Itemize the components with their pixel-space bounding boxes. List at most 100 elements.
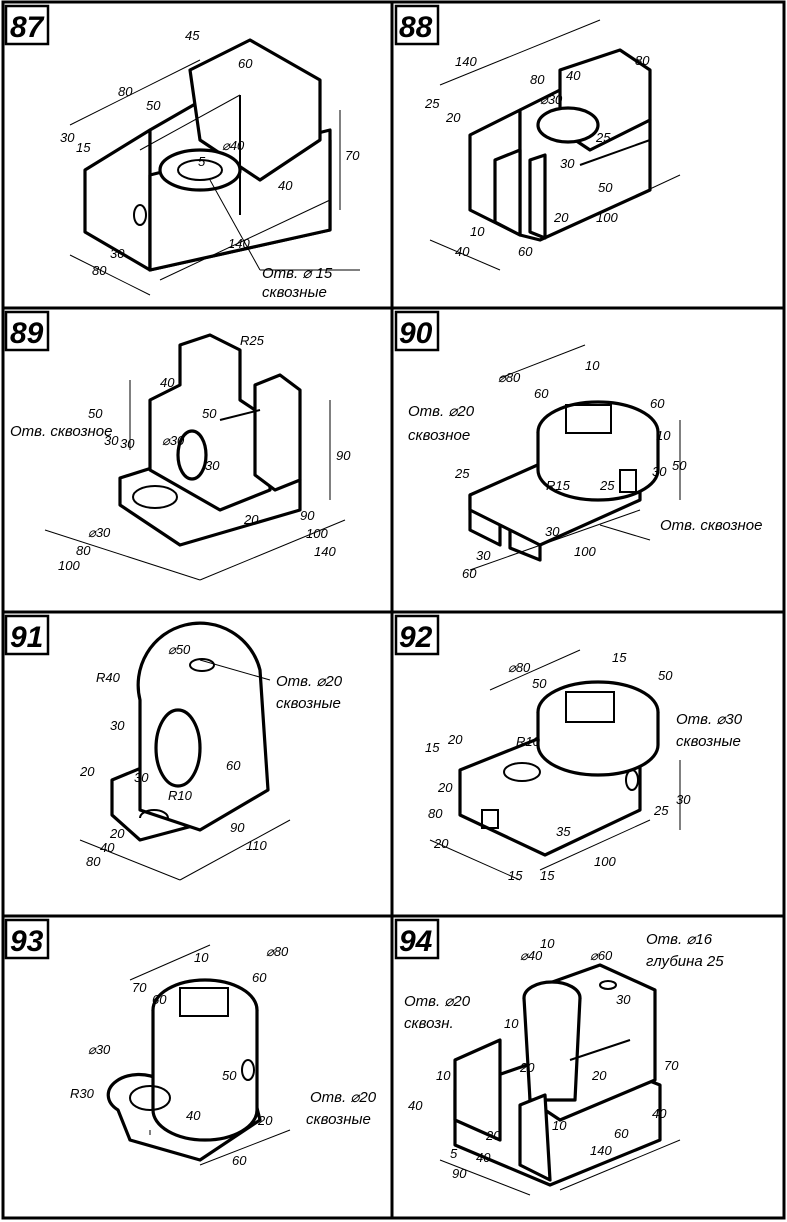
panel-90: 90 ⌀80 10 60 60 10 30 50 25 R15 25 30 30… [394, 310, 763, 581]
dim-87-30: 30 [60, 130, 75, 145]
part-91-drawing [79, 621, 291, 881]
dim-94-d60: ⌀60 [590, 948, 613, 963]
dim-88-10: 10 [470, 224, 485, 239]
dim-93-60b: 60 [252, 970, 267, 985]
dim-94-90: 90 [452, 1166, 467, 1181]
dim-91-60: 60 [226, 758, 241, 773]
dim-87-30b: 30 [110, 246, 125, 261]
dim-92-15c: 15 [508, 868, 523, 883]
panel-92: 92 ⌀80 15 50 50 15 20 R10 20 80 20 35 25… [394, 614, 743, 883]
part-89-drawing [44, 333, 346, 581]
dim-89-90: 90 [336, 448, 351, 463]
dim-94-10d: 10 [552, 1118, 567, 1133]
dim-88-100: 100 [596, 210, 618, 225]
dim-92-50b: 50 [658, 668, 673, 683]
panel-number-box [394, 4, 440, 46]
dim-93-10: 10 [194, 950, 209, 965]
note-91-hole: Отв. ⌀20 [276, 673, 343, 690]
dim-87-80b: 80 [92, 263, 107, 278]
dim-93-d80: ⌀80 [266, 944, 289, 959]
dim-87-60: 60 [238, 56, 253, 71]
dim-89-40: 40 [160, 375, 175, 390]
note-89-hole: Отв. сквозное [10, 423, 113, 440]
panel-number-box [4, 4, 50, 46]
dim-94-20b: 20 [591, 1068, 607, 1083]
panel-91: 91 ⌀50 R40 30 60 20 30 R10 20 40 80 90 1… [4, 614, 343, 881]
panel-number-box [394, 310, 440, 352]
dim-91-40: 40 [100, 840, 115, 855]
dim-92-r10: R10 [516, 734, 541, 749]
dim-89-140: 140 [314, 544, 336, 559]
dim-90-25b: 25 [599, 478, 615, 493]
dim-91-d50: ⌀50 [168, 642, 191, 657]
dim-89-100b: 100 [306, 526, 328, 541]
panel-number-box [394, 614, 440, 656]
dim-94-70: 70 [664, 1058, 679, 1073]
dim-90-60: 60 [534, 386, 549, 401]
dim-89-r25: R25 [240, 333, 265, 348]
dim-93-60: 60 [152, 992, 167, 1007]
dim-92-80: 80 [428, 806, 443, 821]
dim-91-30b: 30 [134, 770, 149, 785]
dim-92-15: 15 [612, 650, 627, 665]
dim-93-d30: ⌀30 [88, 1042, 111, 1057]
dim-94-140: 140 [590, 1143, 612, 1158]
dim-89-20: 20 [243, 512, 259, 527]
dim-92-100: 100 [594, 854, 616, 869]
note-90-through: сквозное [408, 427, 470, 444]
note-94-hole: Отв. ⌀20 [404, 993, 471, 1010]
note-91-through: сквозные [276, 695, 341, 712]
dim-91-30: 30 [110, 718, 125, 733]
panel-89: 89 R25 40 50 30 ⌀30 50 90 30 20 30 ⌀30 8… [4, 310, 351, 581]
part-94-drawing [439, 963, 681, 1196]
dim-90-30c: 30 [476, 548, 491, 563]
dim-89-d30: ⌀30 [162, 433, 185, 448]
note-94-through: сквозн. [404, 1015, 454, 1032]
dim-92-20b: 20 [437, 780, 453, 795]
panel-number-box [4, 918, 50, 960]
dim-89-100: 100 [58, 558, 80, 573]
note-92-through: сквозные [676, 733, 741, 750]
dim-94-10: 10 [540, 936, 555, 951]
note-90-hole: Отв. ⌀20 [408, 403, 475, 420]
dim-93-60c: 60 [232, 1153, 247, 1168]
dim-87-50: 50 [146, 98, 161, 113]
dim-93-50: 50 [222, 1068, 237, 1083]
dim-87-45: 45 [185, 28, 200, 43]
dim-94-60: 60 [614, 1126, 629, 1141]
panel-93: 93 70 10 ⌀80 60 60 ⌀30 R30 50 40 20 60 О… [4, 918, 377, 1168]
dim-93-20: 20 [257, 1113, 273, 1128]
panel-number: 92 [399, 621, 433, 654]
dim-93-r30: R30 [70, 1086, 95, 1101]
dim-90-d80: ⌀80 [498, 370, 521, 385]
dim-88-20: 20 [445, 110, 461, 125]
dim-88-140: 140 [455, 54, 477, 69]
dim-87-40: 40 [278, 178, 293, 193]
dim-87-80: 80 [118, 84, 133, 99]
dim-93-70: 70 [132, 980, 147, 995]
part-87-drawing [69, 38, 360, 296]
panel-number: 88 [399, 11, 433, 44]
dim-89-50b: 50 [202, 406, 217, 421]
dim-88-40: 40 [566, 68, 581, 83]
dim-91-90: 90 [230, 820, 245, 835]
dim-92-15d: 15 [540, 868, 555, 883]
dim-91-20: 20 [79, 764, 95, 779]
dim-92-15b: 15 [425, 740, 440, 755]
dim-88-20b: 20 [553, 210, 569, 225]
dim-88-80b: 80 [530, 72, 545, 87]
dim-89-80: 80 [76, 543, 91, 558]
dim-94-20: 20 [519, 1060, 535, 1075]
dim-88-50: 50 [598, 180, 613, 195]
dim-89-30: 30 [104, 433, 119, 448]
note-94-depth: глубина 25 [646, 953, 724, 970]
dim-94-30: 30 [616, 992, 631, 1007]
dim-90-r15: R15 [546, 478, 571, 493]
dim-87-140: 140 [228, 236, 250, 251]
note-93-through: сквозные [306, 1111, 371, 1128]
panel-88: 88 140 80 80 40 ⌀30 25 20 30 25 50 100 1… [394, 4, 681, 271]
dim-88-40: 40 [455, 244, 470, 259]
panel-number-box [4, 614, 50, 656]
dim-92-30: 30 [676, 792, 691, 807]
